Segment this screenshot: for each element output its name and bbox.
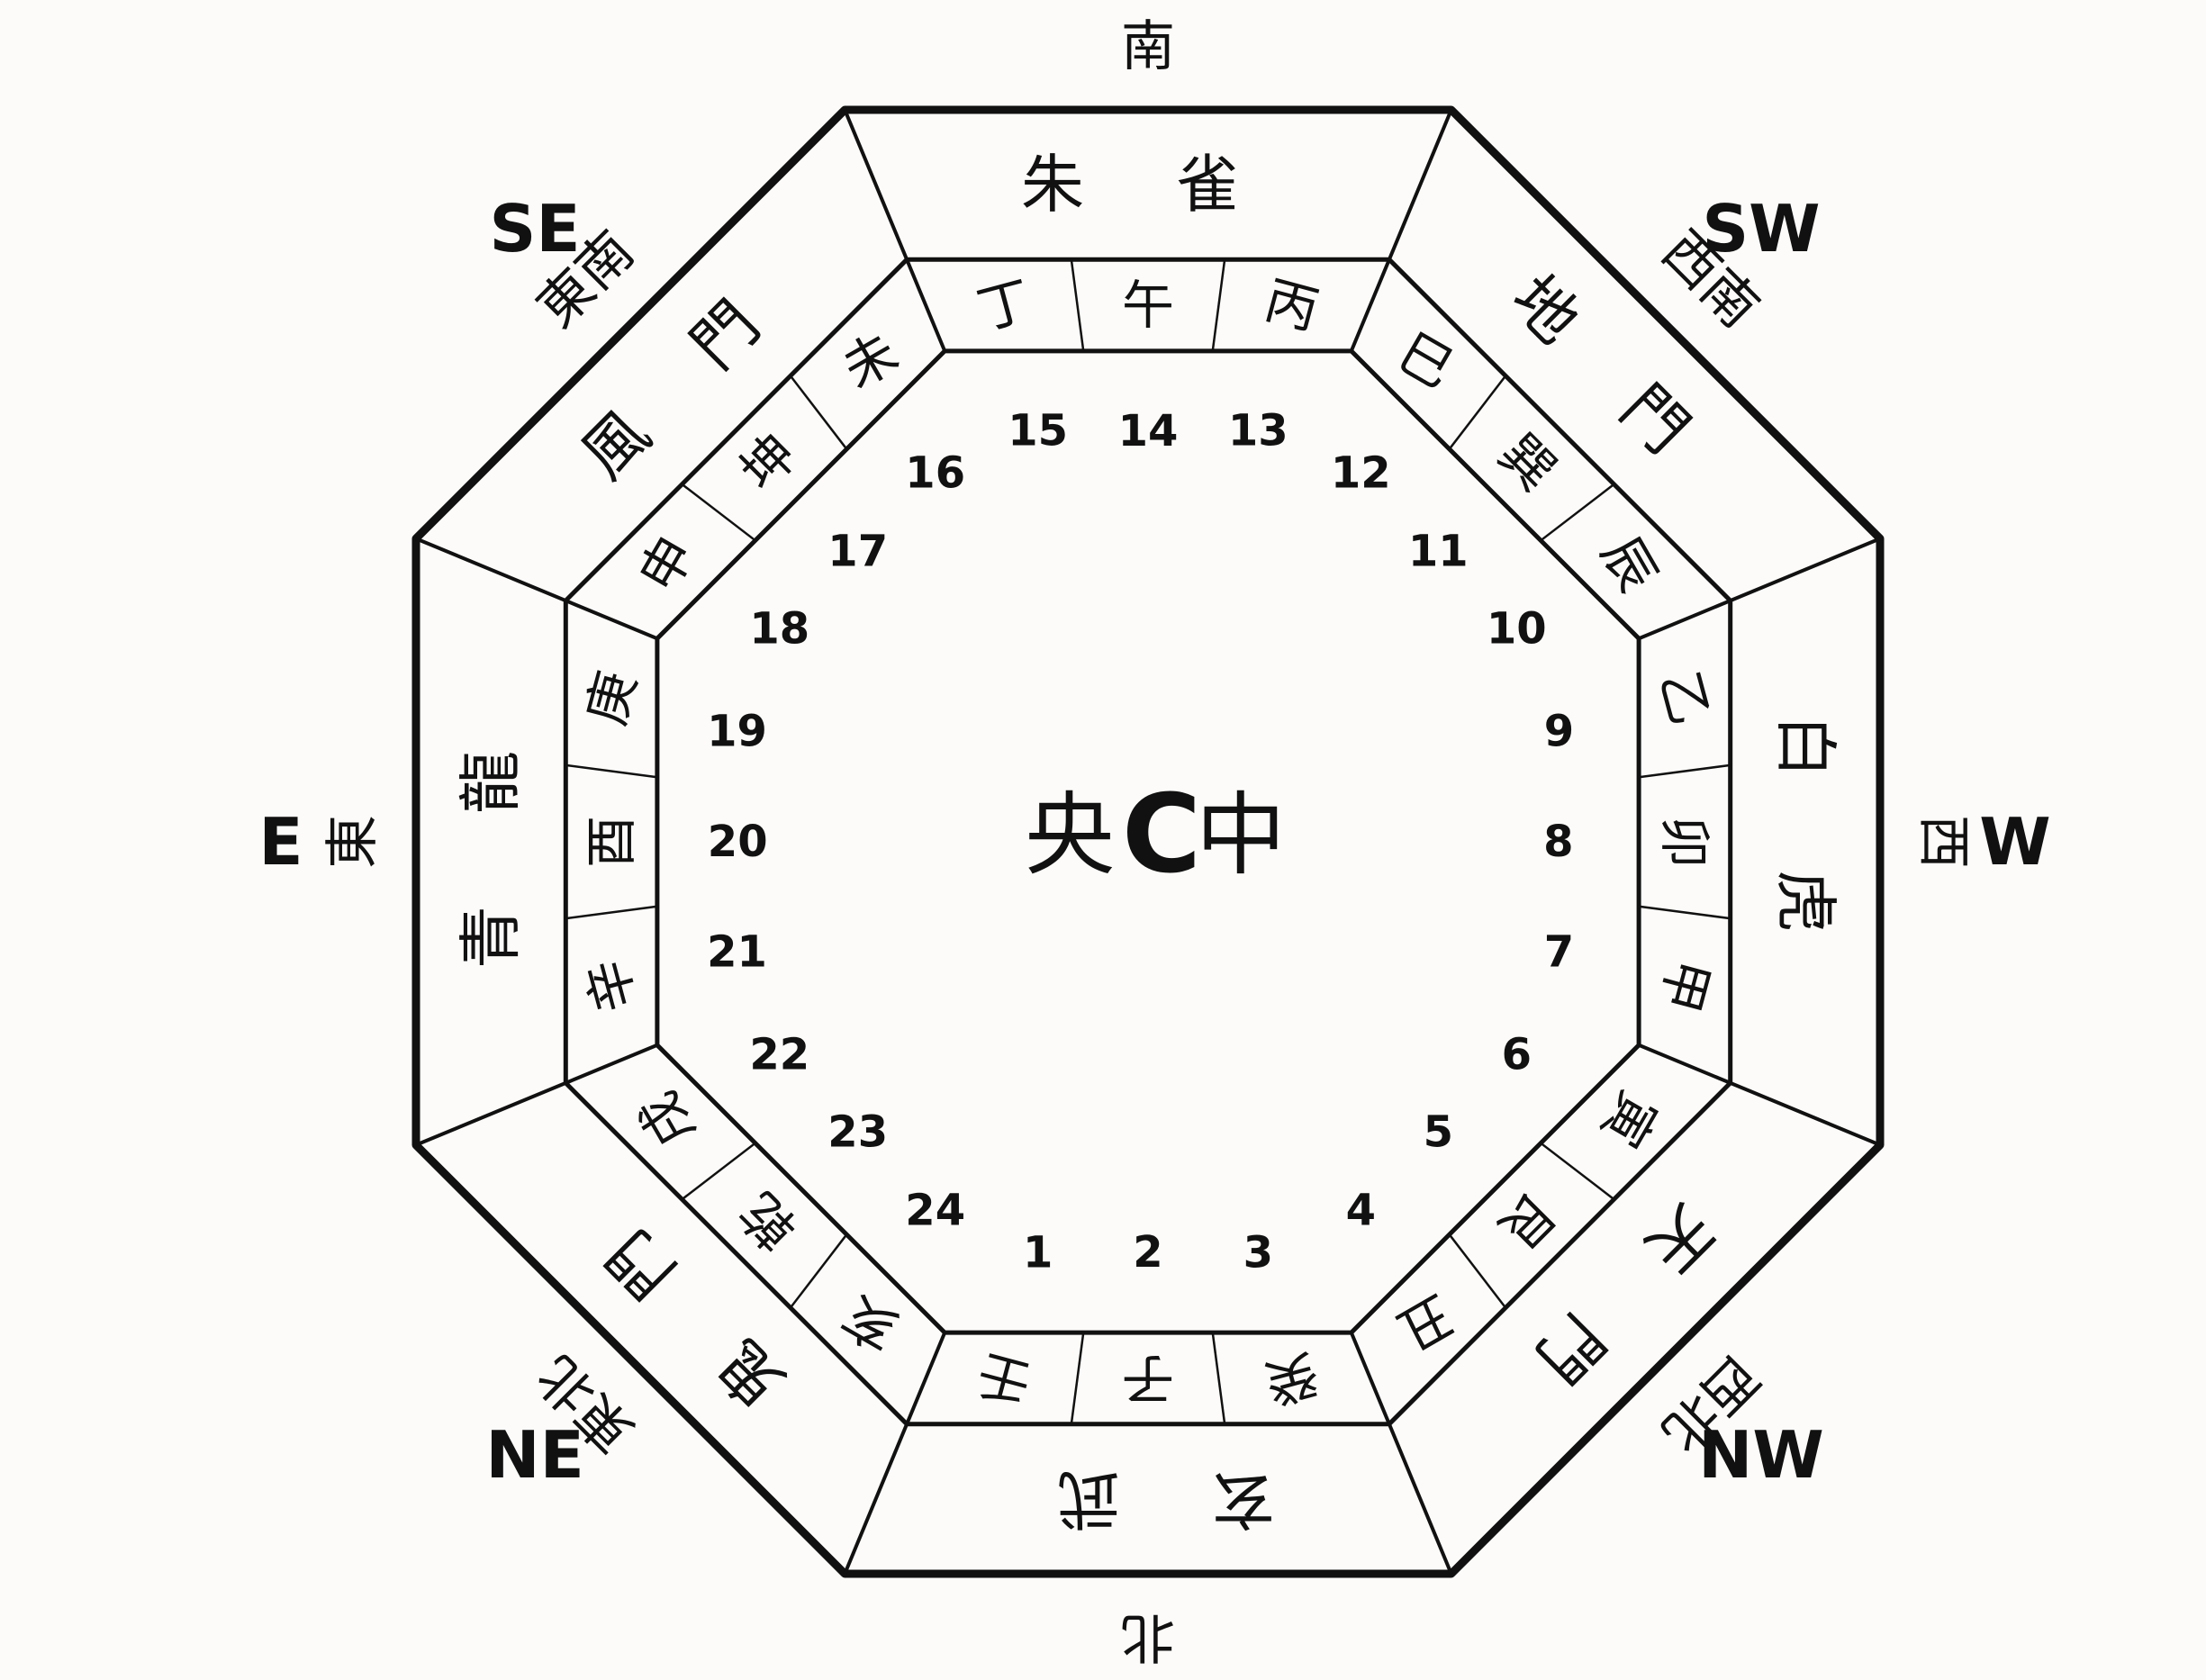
mountain-number: 10 — [1487, 604, 1547, 655]
mountain-char: 艮 — [1487, 1181, 1568, 1261]
mountain-number: 5 — [1424, 1106, 1453, 1157]
direction-letter-n: N — [1121, 1671, 1175, 1675]
mountain-number: 12 — [1331, 448, 1391, 499]
mountain-number: 15 — [1008, 406, 1068, 456]
mountain-divider — [1540, 483, 1615, 542]
mountain-divider — [1070, 259, 1085, 352]
center-char-left: 央 — [1025, 782, 1115, 888]
mountain-number: 4 — [1346, 1185, 1376, 1235]
mountain-divider — [1211, 1332, 1226, 1424]
mountain-char: 辰 — [1589, 526, 1668, 601]
mountain-divider — [1448, 1233, 1507, 1309]
mountain-divider — [1448, 375, 1507, 450]
mountain-number: 23 — [827, 1106, 888, 1157]
mountain-char: 坤 — [728, 422, 809, 502]
mountain-number: 19 — [707, 707, 767, 757]
mountain-divider — [1070, 1332, 1085, 1424]
mountain-char: 未 — [832, 321, 908, 401]
mountain-number: 16 — [905, 448, 965, 499]
mountain-number: 24 — [905, 1185, 965, 1235]
sector-divider — [1638, 1043, 1881, 1147]
mountain-char: 戌 — [628, 1081, 707, 1157]
mountain-char: 寅 — [1589, 1081, 1668, 1157]
sector-divider — [415, 1043, 658, 1147]
mountain-char: 癸 — [1259, 1342, 1325, 1415]
direction-chinese-n: 北 — [1121, 1605, 1175, 1668]
mountain-char: 乾 — [728, 1181, 809, 1261]
mountain-char: 壬 — [972, 1342, 1038, 1415]
mountain-number: 11 — [1408, 527, 1469, 577]
mountain-number: 9 — [1544, 707, 1574, 757]
mountain-divider — [1211, 259, 1226, 352]
mountain-number: 21 — [707, 926, 767, 977]
outer-octagon — [411, 105, 1885, 1578]
mountain-char: 巽 — [1487, 422, 1568, 502]
mountain-number: 6 — [1502, 1029, 1532, 1079]
mountain-number: 7 — [1544, 926, 1574, 977]
mountain-number: 8 — [1543, 817, 1573, 867]
mountain-char: 甲 — [1649, 953, 1722, 1019]
direction-letter-s: S — [1125, 0, 1171, 13]
mountain-divider — [681, 1142, 756, 1201]
mountain-char: 子 — [1122, 1348, 1174, 1409]
mountain-number: 18 — [749, 604, 809, 655]
sector-divider — [843, 1332, 947, 1575]
mountain-number: 17 — [827, 527, 888, 577]
mountain-number: 2 — [1133, 1227, 1162, 1278]
mountain-number: 20 — [708, 817, 768, 867]
outer-ring-label-n: 玄 武 — [1021, 1462, 1275, 1536]
mountain-number: 1 — [1023, 1227, 1053, 1278]
sector-divider — [1638, 537, 1881, 641]
mountain-char: 丑 — [1388, 1283, 1463, 1362]
direction-letter-nw: NW — [1698, 1417, 1824, 1493]
mountain-number: 3 — [1243, 1227, 1273, 1278]
mountain-char: 丙 — [1259, 269, 1325, 342]
direction-letter-w: W — [1979, 804, 2050, 880]
sector-divider — [1349, 1332, 1453, 1575]
mountain-char: 卯 — [1654, 816, 1715, 868]
mountain-number: 22 — [749, 1029, 809, 1079]
direction-letter-sw: SW — [1702, 191, 1820, 266]
mountain-char: 巳 — [1388, 321, 1463, 401]
direction-letter-se: SE — [490, 191, 581, 266]
mountain-divider — [681, 483, 756, 542]
sector-divider — [1349, 109, 1453, 352]
outer-ring-label-w: 白 虎 — [1768, 715, 1842, 969]
mountain-char: 午 — [1122, 275, 1174, 336]
mountain-divider — [565, 905, 658, 920]
mountain-number: 14 — [1118, 406, 1179, 456]
mountain-divider — [789, 375, 848, 450]
mountain-divider — [565, 763, 658, 779]
outer-ring-label-e: 青 龍 — [454, 715, 528, 969]
center-char-right: 中 — [1196, 782, 1286, 888]
mountain-divider — [789, 1233, 848, 1309]
direction-chinese-s: 南 — [1121, 15, 1175, 78]
sector-divider — [843, 109, 947, 352]
mountain-divider — [1638, 905, 1731, 920]
mountain-char: 丁 — [972, 269, 1038, 342]
mountain-divider — [1540, 1142, 1615, 1201]
sector-divider — [415, 537, 658, 641]
direction-letter-ne: NE — [485, 1417, 583, 1493]
mountain-char: 辛 — [575, 953, 648, 1019]
mountain-char: 庚 — [575, 665, 648, 732]
mountain-divider — [1638, 763, 1731, 779]
direction-chinese-e: 東 — [321, 815, 384, 869]
center-letter: C — [1122, 772, 1201, 898]
mountain-char: 乙 — [1649, 665, 1722, 732]
octagon-frame — [411, 105, 1885, 1578]
mountain-char: 亥 — [832, 1283, 908, 1362]
center-label: 央 C 中 — [1025, 772, 1286, 898]
mountain-char: 酉 — [581, 816, 642, 868]
direction-chinese-w: 西 — [1912, 815, 1975, 869]
outer-ring-label-s: 朱 雀 — [1021, 148, 1275, 221]
mountain-char: 申 — [628, 526, 707, 601]
direction-letter-e: E — [258, 804, 303, 880]
mountain-number: 13 — [1228, 406, 1288, 456]
